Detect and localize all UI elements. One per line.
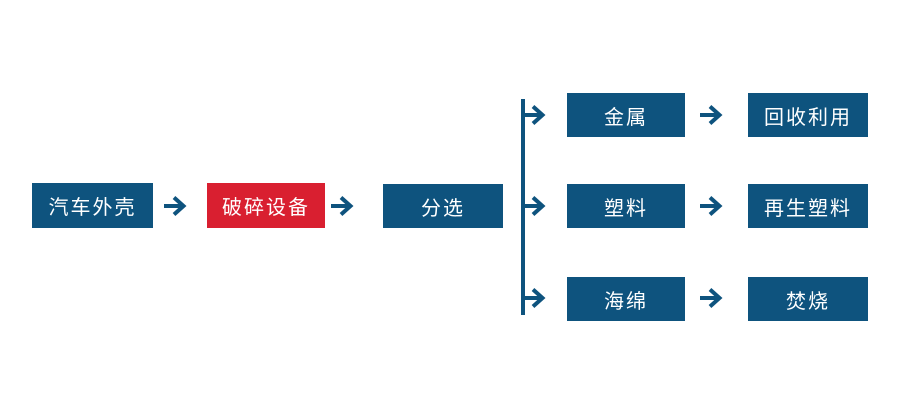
node-recycle-reuse: 回收利用 [748,93,868,137]
arrow-right-icon [699,287,729,309]
node-plastic: 塑料 [567,184,685,228]
node-crushing-equipment: 破碎设备 [207,183,325,228]
arrow-right-icon [330,195,360,217]
arrow-right-icon [699,104,729,126]
node-incineration: 焚烧 [748,277,868,321]
arrow-right-icon [522,287,552,309]
arrow-right-icon [522,104,552,126]
arrow-right-icon [163,195,193,217]
node-sponge: 海绵 [567,277,685,321]
node-sorting: 分选 [383,184,503,228]
node-metal: 金属 [567,93,685,137]
node-recycled-plastic: 再生塑料 [748,184,868,228]
arrow-right-icon [522,195,552,217]
arrow-right-icon [699,195,729,217]
node-car-shell: 汽车外壳 [32,183,153,228]
